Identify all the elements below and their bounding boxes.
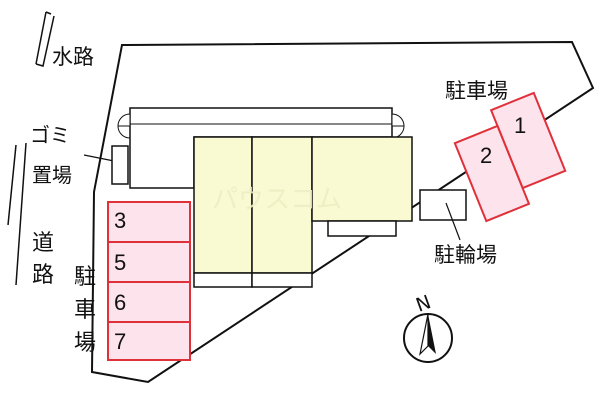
label-bicycle-parking: 駐輪場 <box>434 243 497 267</box>
parking-space-label-3: 3 <box>114 208 126 233</box>
parking-space-label-1: 1 <box>514 113 526 138</box>
unit-3-balcony <box>327 220 397 237</box>
compass-north-label: N <box>413 291 434 317</box>
unit-1 <box>193 136 253 274</box>
label-garbage-line1: ゴミ <box>30 123 70 147</box>
label-road-char2: 路 <box>32 263 54 288</box>
label-road-char1: 道 <box>32 231 54 256</box>
unit-3 <box>311 136 413 222</box>
label-garbage-line2: 置場 <box>32 163 72 187</box>
garbage-leader <box>83 154 115 162</box>
parking-space-3 <box>107 201 191 243</box>
parking-space-label-6: 6 <box>114 290 126 315</box>
parking-space-label-2: 2 <box>480 143 492 168</box>
label-parking-top: 駐車場 <box>445 79 508 103</box>
parking-area-left <box>107 201 191 361</box>
door-arc-left-2 <box>117 125 131 139</box>
compass-needle-light <box>419 313 429 356</box>
parking-space-2 <box>453 124 531 223</box>
building <box>117 107 413 288</box>
bicycle-parking-box <box>419 189 467 221</box>
label-parking-left-char3: 場 <box>74 331 96 356</box>
parking-space-7 <box>107 321 191 361</box>
parking-space-label-7: 7 <box>114 329 126 354</box>
road-line-left <box>7 144 17 226</box>
label-waterway: 水路 <box>52 45 94 69</box>
north-compass: N <box>403 291 453 363</box>
bicycle-parking-leader <box>445 202 461 241</box>
unit-1-balcony <box>193 272 253 288</box>
unit-2-balcony <box>251 272 313 288</box>
label-parking-left-char1: 駐 <box>74 265 96 290</box>
label-parking-left-char2: 車 <box>74 298 96 323</box>
parking-space-5 <box>107 241 191 283</box>
parking-area-top <box>453 91 567 223</box>
compass-needle-dark <box>428 314 436 354</box>
door-arc-right <box>391 113 405 127</box>
garbage-box <box>111 145 129 185</box>
waterway-mark <box>35 11 55 67</box>
road-line-right <box>15 142 27 286</box>
door-arc-left <box>117 113 131 127</box>
watermark: パウスコム <box>212 185 342 215</box>
unit-2 <box>251 136 313 274</box>
parking-space-label-5: 5 <box>114 250 126 275</box>
